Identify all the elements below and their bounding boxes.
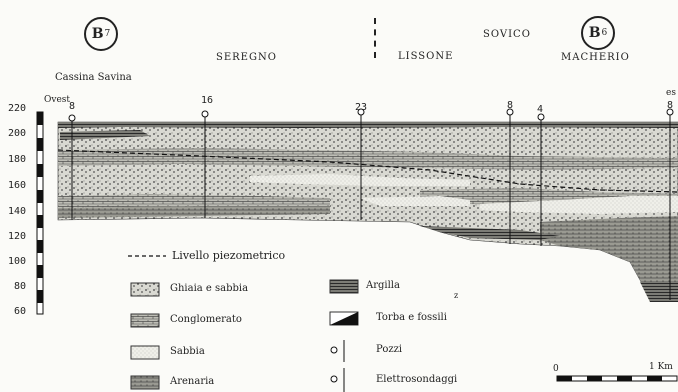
legend-label-peat-fossils: Torba e fossili (376, 312, 447, 323)
legend-well-marker (331, 340, 344, 362)
legend-label-piezometric: Livello piezometrico (172, 249, 285, 262)
elevation-scale-bar (37, 112, 43, 314)
legend-label-gravel-sand: Ghiaia e sabbia (170, 283, 248, 294)
legend-label-sandstone: Arenaria (170, 376, 214, 387)
legend-swatch-conglomerate (131, 314, 159, 327)
scale-label-end: 1 Km (649, 362, 673, 372)
legend-label-sand: Sabbia (170, 346, 205, 357)
stray-mark: z (454, 291, 458, 300)
scale-label-start: 0 (553, 364, 559, 374)
legend-swatch-peat-fossils (330, 312, 358, 325)
legend-electrosounding-marker (331, 368, 344, 392)
legend-swatch-sandstone (131, 376, 159, 389)
legend-swatch-clay (330, 280, 358, 293)
legend-swatch-sand (131, 346, 159, 359)
legend-label-electrosoundings: Elettrosondaggi (376, 374, 457, 385)
distance-scale-bar (557, 376, 677, 381)
layer-clay (640, 282, 678, 302)
legend-label-conglomerate: Conglomerato (170, 314, 242, 325)
layer-clay-top (58, 122, 678, 128)
legend-label-wells: Pozzi (376, 344, 402, 355)
legend-swatch-gravel-sand (131, 283, 159, 296)
legend-label-clay: Argilla (366, 280, 400, 291)
